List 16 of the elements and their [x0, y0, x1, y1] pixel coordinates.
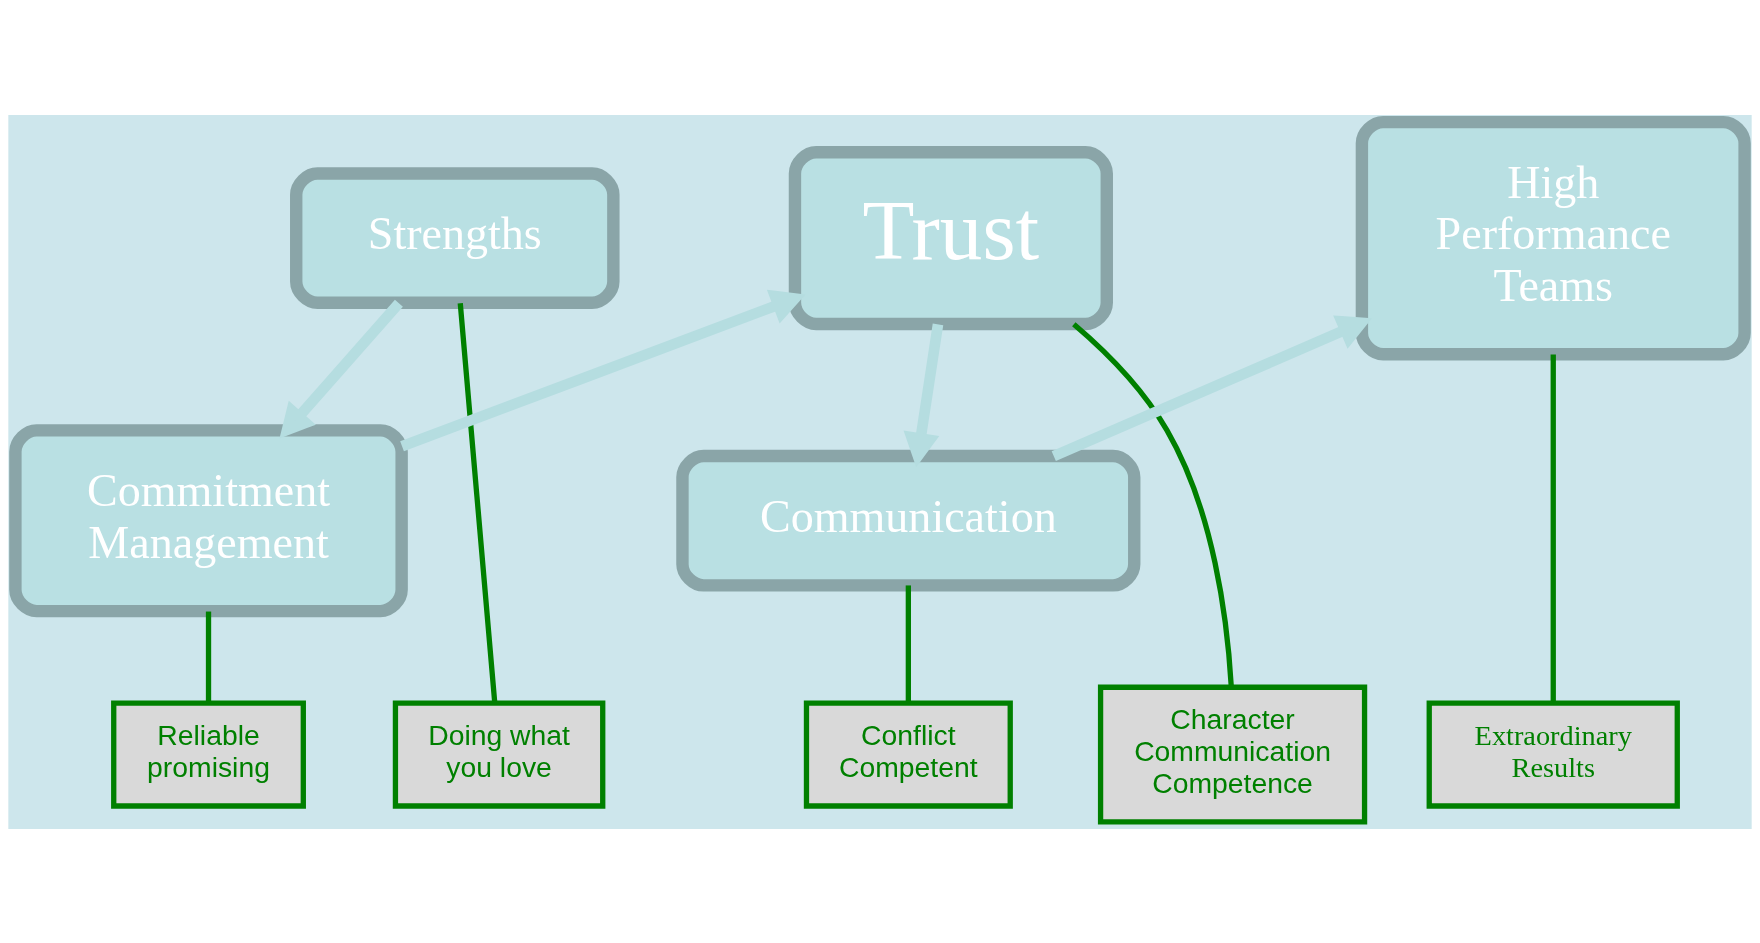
arrow — [279, 299, 403, 439]
connector — [205, 611, 212, 703]
connector — [905, 584, 911, 703]
node-box: Character Communication Competence — [1097, 684, 1368, 825]
connector — [1550, 353, 1556, 703]
node-box: Commitment Management — [9, 423, 408, 617]
node-box: Trust — [788, 145, 1113, 330]
node-box: Reliable promising — [111, 700, 306, 809]
node-box: Doing what you love — [392, 700, 606, 809]
connector — [1072, 321, 1234, 687]
node-box: High Performance Teams — [1355, 115, 1751, 360]
node-box: Strengths — [290, 166, 620, 309]
node-box: Conflict Competent — [803, 700, 1013, 809]
connector — [457, 302, 498, 703]
node-box: Communication — [676, 449, 1141, 592]
node-box: Extraordinary Results — [1426, 700, 1680, 809]
